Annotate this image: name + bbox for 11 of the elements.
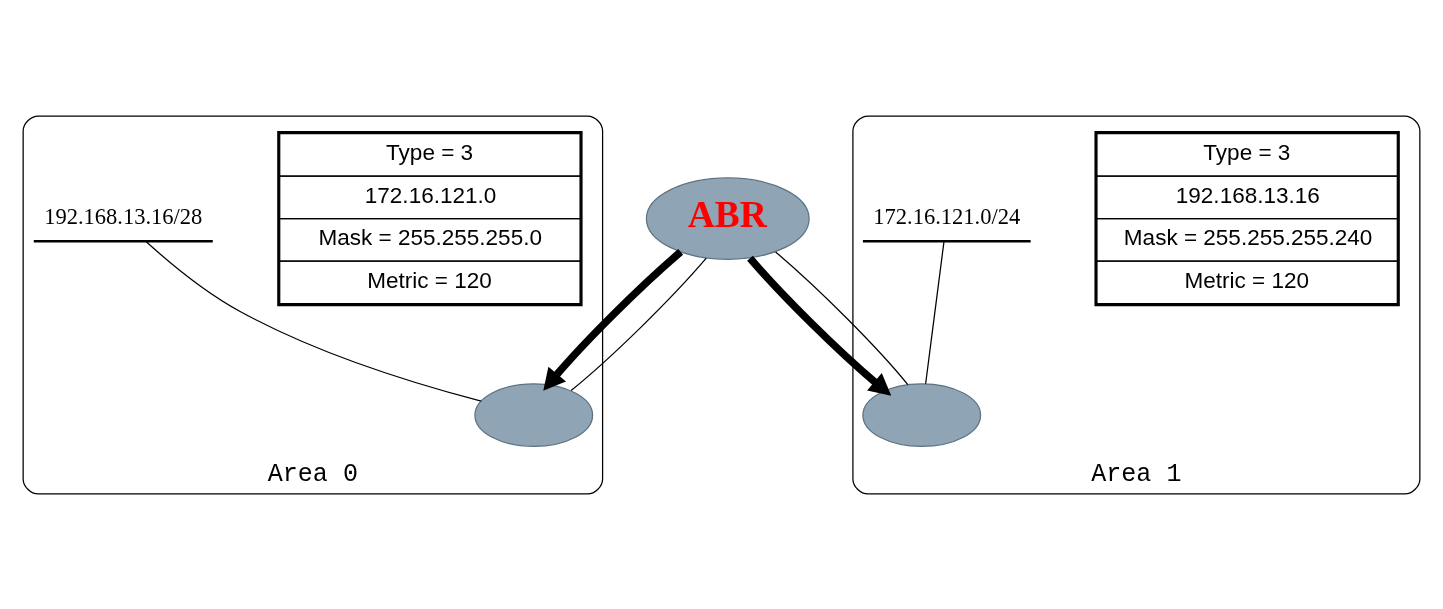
connector (774, 250, 909, 385)
node-text: 172.16.121.0/24 (873, 203, 1021, 229)
connector (145, 240, 482, 402)
node-router (862, 382, 982, 447)
arrow (543, 248, 684, 391)
connector (570, 257, 707, 391)
node-ellipse: ABR (645, 176, 810, 260)
node-text: 192.168.13.16/28 (44, 203, 203, 229)
connector (925, 240, 945, 384)
node-router (474, 382, 594, 447)
arrow (747, 255, 892, 396)
